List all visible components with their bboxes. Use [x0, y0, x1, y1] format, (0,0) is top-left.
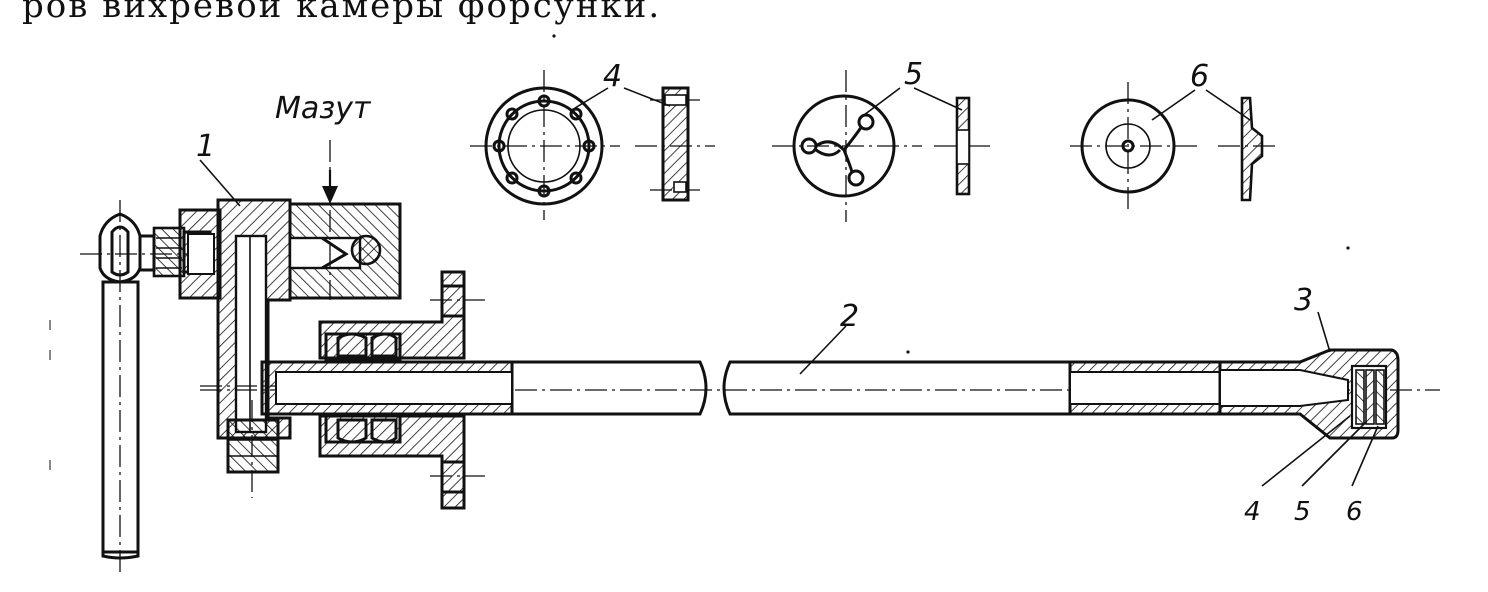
fuel-label: Мазут: [275, 91, 372, 126]
part-4-bottom-label: 4: [1244, 497, 1261, 527]
part-4-top-label: 4: [603, 59, 622, 94]
part-6-top-label: 6: [1190, 59, 1209, 94]
disc-5-front-view: [772, 70, 922, 222]
part-2-label: 2: [840, 299, 859, 334]
disc-5-section-view: [913, 87, 990, 196]
part-1-label: 1: [196, 129, 215, 164]
nozzle-body-block: [178, 140, 402, 440]
disc-4-section-view: [623, 86, 715, 202]
flange-assembly: [318, 270, 485, 510]
part-6-bottom-label: 6: [1346, 497, 1363, 527]
disc-6-section-view: [1205, 89, 1280, 202]
nozzle-head-3: [1218, 311, 1400, 487]
disc-6-front-view: [1070, 82, 1200, 212]
part-5-bottom-label: 5: [1294, 497, 1311, 527]
tube-2: [200, 325, 1440, 416]
part-3-label: 3: [1294, 283, 1313, 318]
part-5-top-label: 5: [904, 57, 923, 92]
disc-4-front-view: [470, 70, 620, 220]
top-caption-text: ров вихревой камеры форсунки.: [22, 0, 662, 26]
